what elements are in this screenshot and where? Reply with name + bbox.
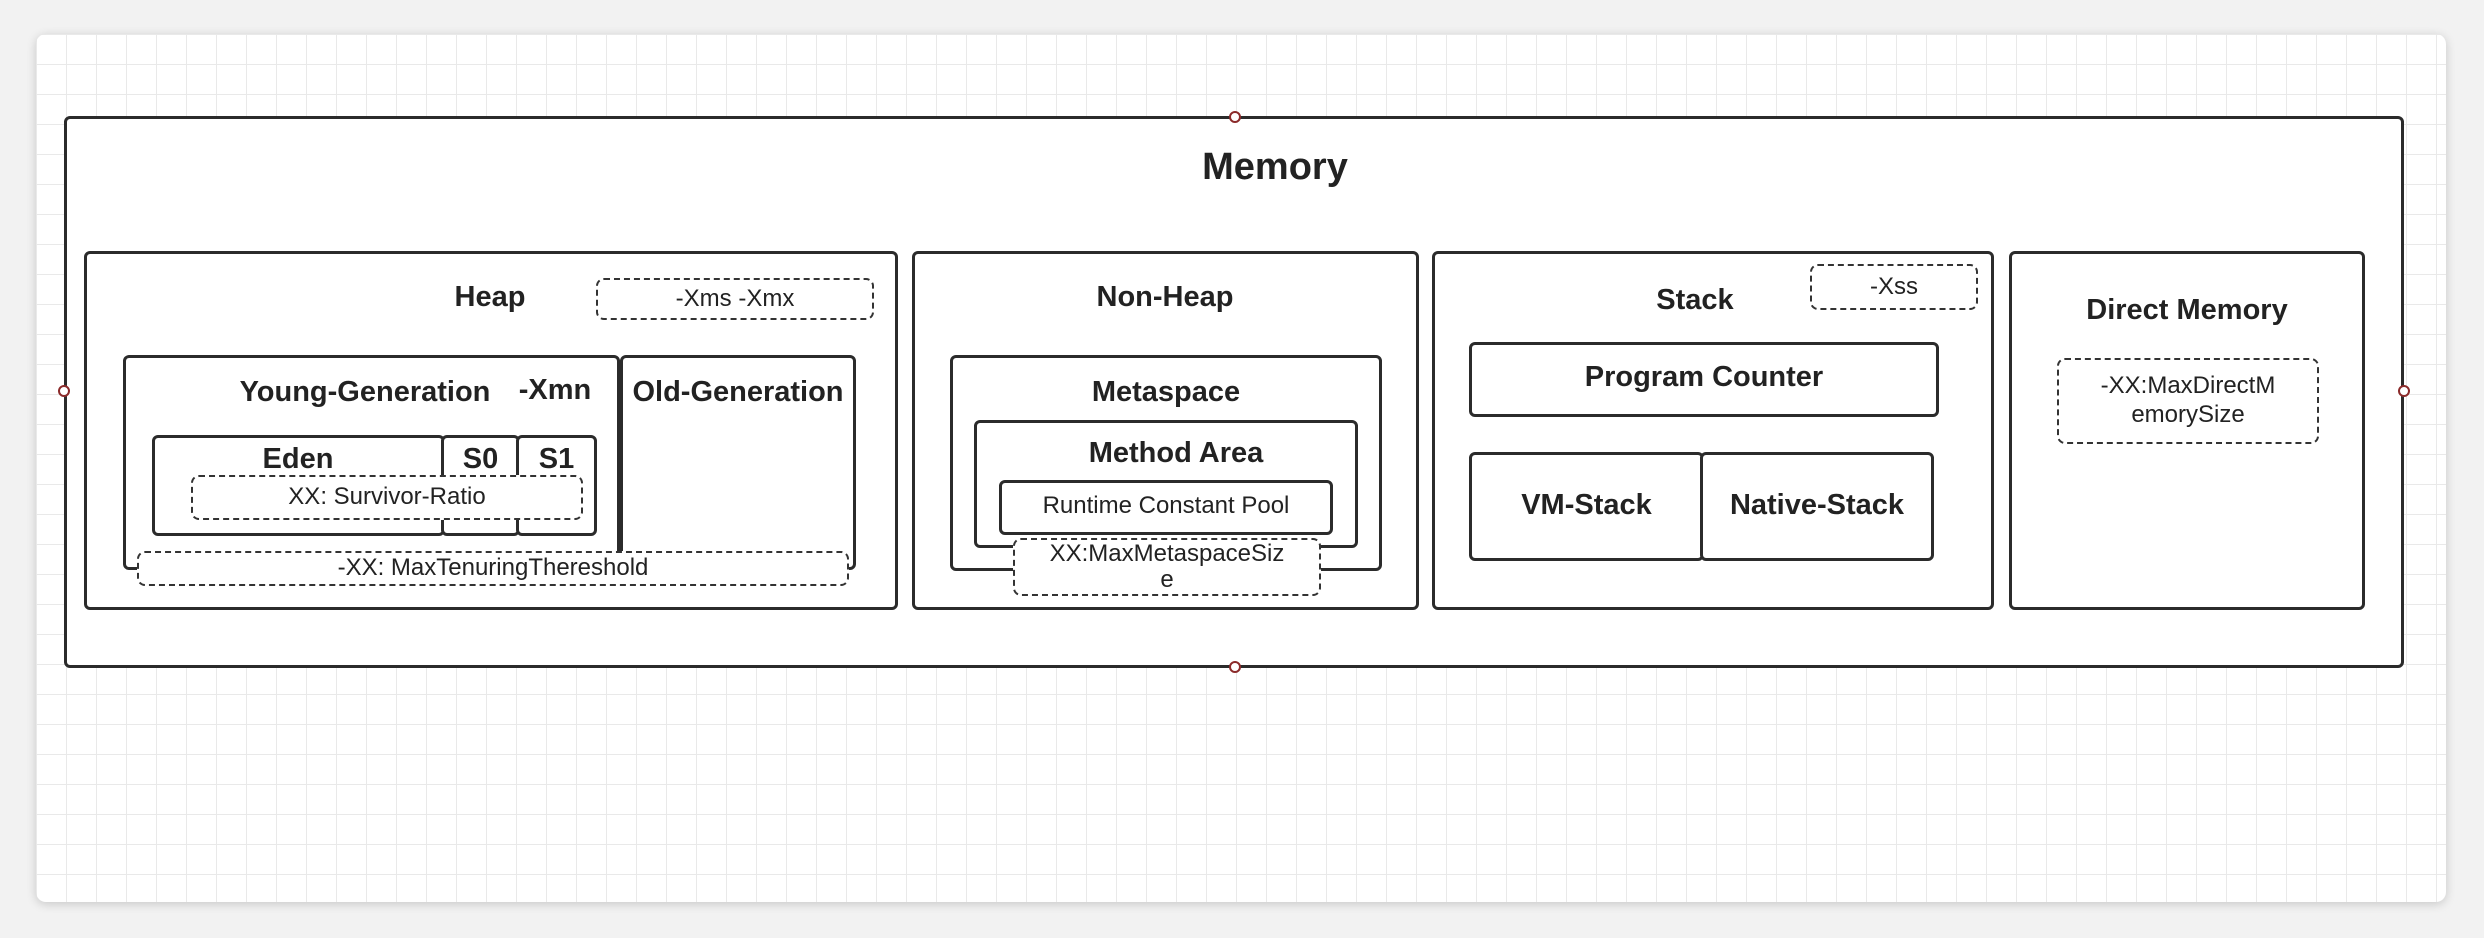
- old-generation-label: Old-Generation: [632, 376, 844, 408]
- handle-bottom[interactable]: [1229, 661, 1241, 673]
- old-generation-box[interactable]: [620, 355, 856, 570]
- native-stack-box[interactable]: [1700, 452, 1934, 561]
- heap-title: Heap: [454, 281, 526, 313]
- metaspace-label: Metaspace: [1091, 376, 1241, 408]
- max-metaspace-size-text: XX:MaxMetaspaceSize: [1049, 539, 1285, 593]
- handle-left[interactable]: [58, 385, 70, 397]
- stack-title: Stack: [1656, 284, 1734, 316]
- s1-label: S1: [538, 443, 575, 475]
- young-generation-label: Young-Generation: [239, 376, 491, 408]
- eden-label: Eden: [262, 443, 334, 475]
- method-area-label: Method Area: [1088, 437, 1264, 469]
- heap-xms-xmx-note[interactable]: -Xms -Xmx: [596, 278, 874, 320]
- s0-label: S0: [462, 443, 499, 475]
- runtime-constant-pool-box[interactable]: [999, 480, 1333, 535]
- memory-title: Memory: [1202, 146, 1348, 188]
- direct-memory-title: Direct Memory: [2086, 294, 2288, 326]
- non-heap-title: Non-Heap: [1096, 281, 1234, 313]
- max-metaspace-size-note[interactable]: XX:MaxMetaspaceSize: [1013, 538, 1321, 596]
- native-stack-label: Native-Stack: [1729, 489, 1905, 521]
- program-counter-label: Program Counter: [1584, 361, 1824, 393]
- xmn-label: -Xmn: [518, 374, 592, 406]
- xss-note[interactable]: -Xss: [1810, 264, 1978, 310]
- runtime-constant-pool-label: Runtime Constant Pool: [1042, 492, 1290, 519]
- max-direct-memory-size-text: -XX:MaxDirectMemorySize: [2100, 372, 2276, 428]
- program-counter-box[interactable]: [1469, 342, 1939, 417]
- max-tenuring-threshold-note[interactable]: -XX: MaxTenuringThereshold: [137, 551, 849, 586]
- survivor-ratio-note[interactable]: XX: Survivor-Ratio: [191, 475, 583, 520]
- vm-stack-box[interactable]: [1469, 452, 1704, 561]
- handle-top[interactable]: [1229, 111, 1241, 123]
- vm-stack-label: VM-Stack: [1521, 489, 1652, 521]
- max-direct-memory-size-note[interactable]: -XX:MaxDirectMemorySize: [2057, 358, 2319, 444]
- handle-right[interactable]: [2398, 385, 2410, 397]
